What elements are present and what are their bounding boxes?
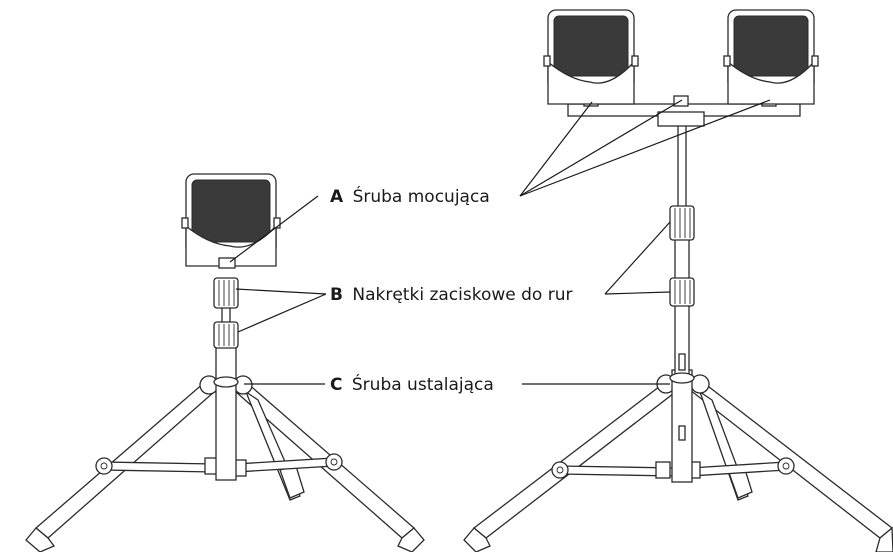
label-a-text: Śruba mocująca bbox=[353, 185, 490, 207]
label-c-text: Śruba ustalająca bbox=[352, 373, 494, 395]
leader-lines bbox=[229, 99, 771, 385]
right-floodlight-right bbox=[723, 9, 819, 105]
left-tripod-pole bbox=[213, 291, 239, 481]
label-a-key: A bbox=[330, 187, 344, 207]
double-light-tripod bbox=[463, 9, 893, 552]
svg-text:C Śruba ustalająca: C Śruba ustalająca bbox=[330, 373, 494, 395]
left-clamp-nut-lower bbox=[213, 321, 239, 349]
single-light-tripod bbox=[25, 173, 425, 552]
right-tripod-legs bbox=[463, 374, 893, 552]
left-tripod-legs bbox=[25, 375, 425, 552]
left-floodlight bbox=[181, 173, 281, 269]
right-clamp-nut-lower bbox=[669, 277, 695, 307]
svg-text:A Śruba mocująca: A Śruba mocująca bbox=[330, 185, 490, 207]
label-a: A Śruba mocująca bbox=[330, 185, 490, 207]
label-b: B Nakrętki zaciskowe do rur bbox=[330, 285, 572, 305]
label-c: C Śruba ustalająca bbox=[330, 373, 494, 395]
left-clamp-nut-upper bbox=[213, 277, 239, 309]
label-c-key: C bbox=[330, 375, 342, 395]
svg-text:B Nakrętki zaciskowe do: B Nakrętki zaciskowe do rur bbox=[330, 285, 572, 305]
label-b-text: Nakrętki zaciskowe do rur bbox=[352, 285, 572, 305]
right-clamp-nut-upper bbox=[669, 205, 695, 241]
right-floodlight-left bbox=[543, 9, 639, 105]
label-b-key: B bbox=[330, 285, 343, 305]
